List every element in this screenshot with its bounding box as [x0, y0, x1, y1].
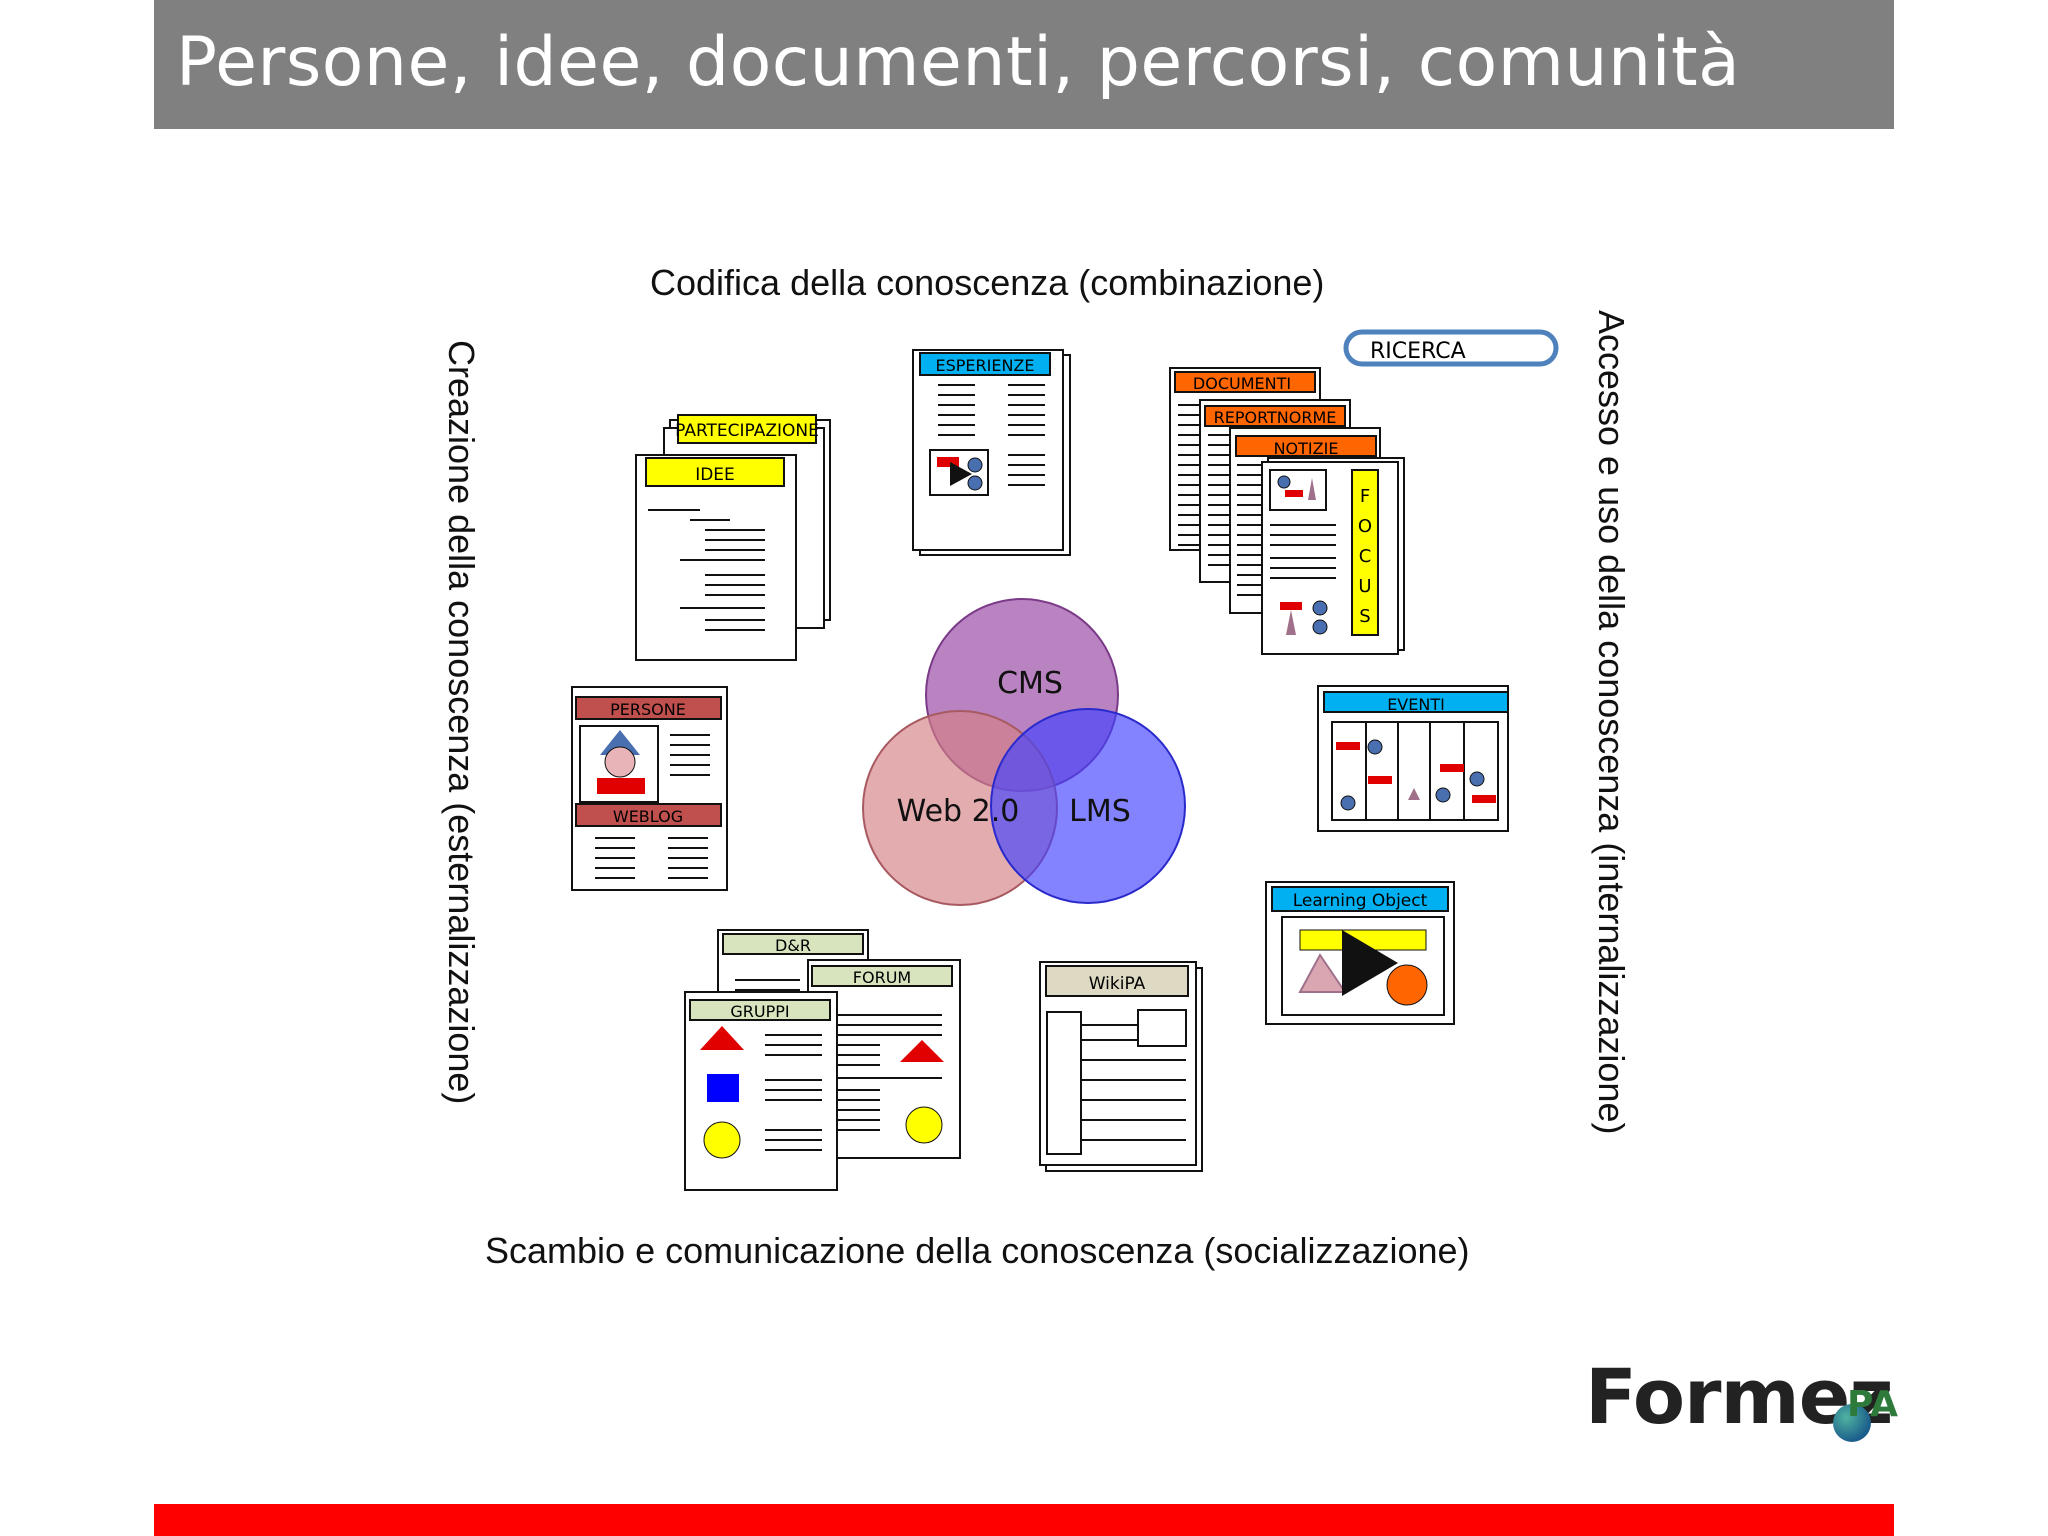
gruppi-tab	[689, 999, 831, 1021]
ricerca-search-box[interactable]: RICERCA	[1343, 329, 1559, 367]
esperienze-label: ESPERIENZE	[935, 356, 1034, 375]
forum-label: FORUM	[853, 968, 911, 987]
notizie-tab	[1235, 435, 1377, 457]
dr-label: D&R	[775, 936, 811, 955]
wikipa-document: WikiPA	[1039, 961, 1203, 1172]
notizie-label: NOTIZIE	[1274, 439, 1339, 458]
focus-letter: O	[1358, 516, 1372, 537]
dr-tab	[722, 933, 864, 955]
cms-label: CMS	[997, 666, 1063, 701]
eventi-label: EVENTI	[1387, 695, 1445, 714]
persone-document: PERSONE WEBLOG	[571, 686, 728, 891]
documenti-label: DOCUMENTI	[1193, 374, 1291, 393]
slide-title: Persone, idee, documenti, percorsi, comu…	[176, 23, 1741, 102]
ricerca-label: RICERCA	[1370, 339, 1466, 364]
focus-tab	[1351, 469, 1379, 636]
partecipazione-tab	[677, 414, 817, 444]
axis-label-left: Creazione della conoscenza (esternalizza…	[441, 340, 482, 1105]
documenti-tab	[1174, 371, 1316, 393]
idee-label: IDEE	[695, 465, 735, 485]
documenti-stack: DOCUMENTI REPORTNORME NOTIZIE F O C U S	[1169, 367, 1405, 655]
weblog-tab	[575, 803, 722, 827]
web20-label: Web 2.0	[897, 794, 1020, 829]
weblog-label: WEBLOG	[613, 807, 683, 826]
idee-tab	[645, 457, 785, 487]
reportnorme-tab	[1204, 405, 1346, 427]
axis-label-right: Accesso e uso della conoscenza (internal…	[1591, 310, 1632, 1135]
persone-tab	[575, 696, 722, 720]
learning-object-document: Learning Object	[1265, 881, 1455, 1025]
title-bar: Persone, idee, documenti, percorsi, comu…	[154, 0, 1894, 129]
bottom-bar	[154, 1504, 1894, 1536]
axis-label-bottom: Scambio e comunicazione della conoscenza…	[485, 1230, 1470, 1271]
globe-icon	[1833, 1404, 1871, 1442]
eventi-tab	[1323, 691, 1509, 713]
reportnorme-label: REPORTNORME	[1214, 408, 1337, 427]
focus-letter: U	[1358, 576, 1371, 597]
lms-circle	[990, 708, 1186, 904]
esperienze-tab	[919, 352, 1051, 376]
lms-label: LMS	[1069, 794, 1131, 829]
focus-letter: F	[1360, 486, 1370, 507]
wikipa-label: WikiPA	[1089, 974, 1146, 994]
esperienze-document: ESPERIENZE	[912, 349, 1071, 556]
learning-object-tab	[1271, 886, 1449, 912]
formez-pa-logo: Formez PA	[1585, 1352, 1915, 1452]
focus-letter: C	[1359, 546, 1372, 567]
focus-letter: S	[1359, 606, 1370, 627]
community-documents: D&R FORUM GRUPPI	[684, 929, 961, 1191]
wikipa-tab	[1045, 965, 1189, 997]
partecipazione-label: PARTECIPAZIONE	[675, 421, 819, 441]
persone-label: PERSONE	[610, 700, 686, 719]
gruppi-label: GRUPPI	[730, 1002, 789, 1021]
idee-document-group: PARTECIPAZIONE IDEE	[635, 414, 831, 661]
axis-label-top: Codifica della conoscenza (combinazione)	[650, 262, 1325, 303]
venn-diagram: CMS Web 2.0 LMS	[862, 598, 1186, 906]
forum-tab	[811, 965, 953, 987]
eventi-document: EVENTI	[1317, 685, 1509, 832]
learning-object-label: Learning Object	[1293, 891, 1428, 911]
logo-suffix: PA	[1847, 1384, 1898, 1425]
